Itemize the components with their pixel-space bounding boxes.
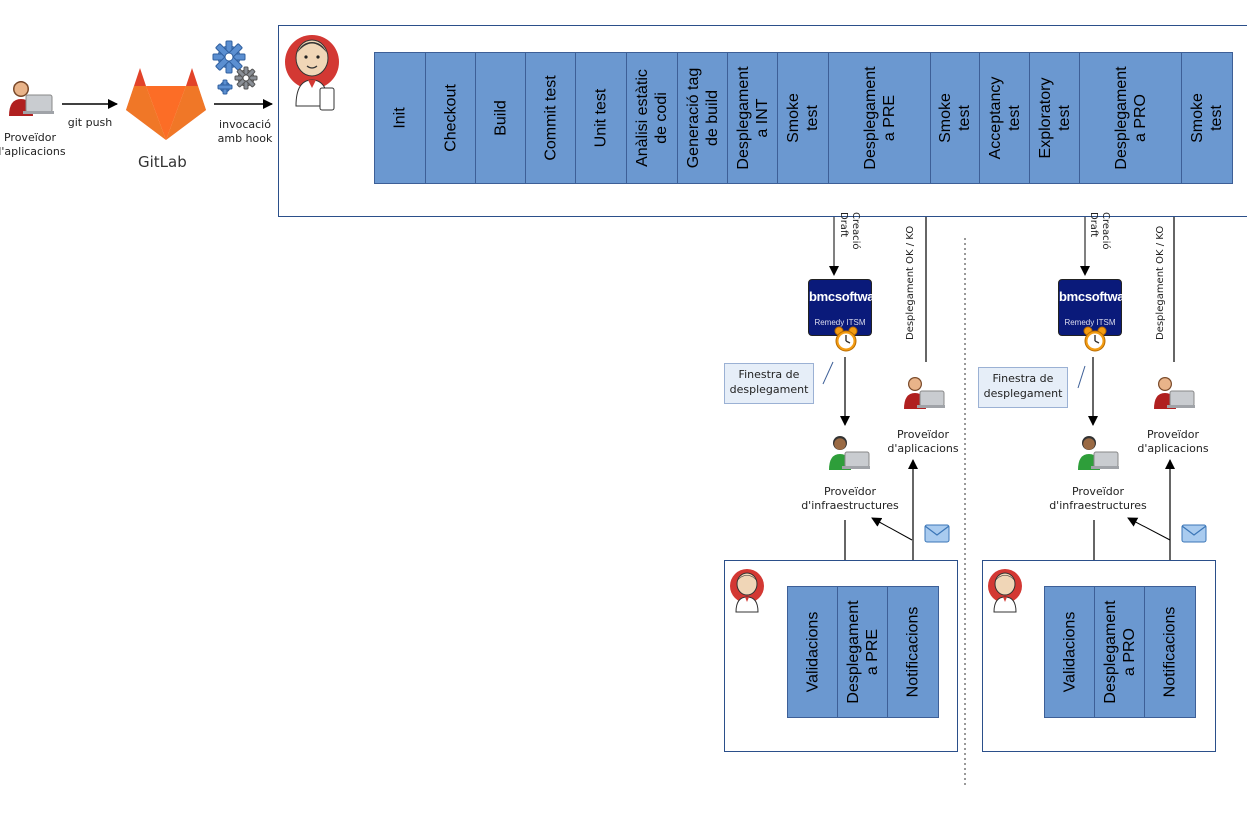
- stage-label: Desplegament a INT: [734, 66, 771, 170]
- stage-label: Smoke test: [785, 93, 821, 143]
- stage-unit-test: Unit test: [576, 53, 627, 183]
- infra-provider-label-2: Proveïdor d'infraestructures: [1049, 485, 1147, 512]
- stage-deploy-int: Desplegament a INT: [728, 53, 778, 183]
- bmc-sub: Remedy ITSM: [814, 318, 866, 327]
- window-note-1: Finestra de desplegament: [724, 363, 814, 404]
- stage-build-tag: Generació tag de build: [678, 53, 728, 183]
- stage-acceptancy-test: Acceptancy test: [980, 53, 1030, 183]
- job-stage-validations: Validacions: [1045, 587, 1095, 717]
- stage-label: Smoke test: [937, 93, 973, 143]
- creacio-draft-label-2: Creació Draft: [1088, 212, 1111, 250]
- left-app-provider-label: Proveïdor d'aplicacions: [0, 131, 66, 158]
- stage-label: Validacions: [804, 611, 821, 693]
- stage-label: Notificacions: [904, 606, 922, 698]
- notif-to-infra-arrow-2: [1127, 517, 1171, 541]
- creacio-draft-label-1: Creació Draft: [838, 212, 861, 250]
- hook-label: invocació amb hook: [217, 118, 273, 145]
- jenkins-butler-icon: [988, 569, 1022, 613]
- stage-commit-test: Commit test: [526, 53, 576, 183]
- stage-label: Unit test: [592, 88, 610, 148]
- stage-label: Commit test: [542, 75, 559, 161]
- note-link-1: [822, 361, 834, 385]
- stage-smoke-test-int: Smoke test: [778, 53, 829, 183]
- bmc-logo: bmcsoftware: [1059, 289, 1136, 304]
- stage-label: Desplegament a PRE: [844, 600, 881, 704]
- git-push-label: git push: [67, 116, 113, 129]
- stage-label: Anàlisi estàtic de codi: [634, 69, 670, 167]
- window-note-2: Finestra de desplegament: [978, 367, 1068, 408]
- stage-label: Init: [391, 107, 409, 129]
- stage-label: Desplegament a PRO: [1112, 66, 1149, 170]
- job-stage-notifications: Notificacions: [1145, 587, 1195, 717]
- pipeline-stages: Init Checkout Build Commit test Unit tes…: [374, 52, 1233, 184]
- stage-label: Desplegament a PRO: [1101, 600, 1138, 704]
- bmc-sub: Remedy ITSM: [1064, 318, 1116, 327]
- stage-init: Init: [375, 53, 426, 183]
- ok-ko-label-2: Desplegament OK / KO: [1155, 225, 1166, 340]
- note-link-2: [1077, 365, 1086, 389]
- stage-smoke-test-pre: Smoke test: [931, 53, 980, 183]
- stage-static-analysis: Anàlisi estàtic de codi: [627, 53, 678, 183]
- job-stage-deploy: Desplegament a PRE: [838, 587, 888, 717]
- app-provider-icon: [904, 377, 945, 409]
- app-provider-icon: [1154, 377, 1195, 409]
- stage-label: Build: [492, 100, 509, 136]
- bmc-remedy-1: bmcsoftware Remedy ITSM: [808, 279, 886, 336]
- app-provider-label-1: Proveïdor d'aplicacions: [887, 428, 959, 455]
- bmc-logo: bmcsoftware: [809, 289, 886, 304]
- jenkins-butler-icon: [285, 35, 339, 111]
- stage-build: Build: [476, 53, 526, 183]
- job-stage-deploy: Desplegament a PRO: [1095, 587, 1145, 717]
- stage-label: Generació tag de build: [684, 67, 721, 169]
- ok-ko-label-1: Desplegament OK / KO: [905, 225, 916, 340]
- stage-deploy-pre: Desplegament a PRE: [829, 53, 931, 183]
- stage-exploratory-test: Exploratory test: [1030, 53, 1080, 183]
- infra-provider-label-1: Proveïdor d'infraestructures: [801, 485, 899, 512]
- stage-label: Exploratory test: [1036, 77, 1073, 159]
- mail-icon: [924, 524, 950, 543]
- stage-checkout: Checkout: [426, 53, 476, 183]
- stage-label: Validacions: [1061, 611, 1078, 693]
- stage-label: Notificacions: [1161, 606, 1179, 698]
- stage-deploy-pro: Desplegament a PRO: [1080, 53, 1182, 183]
- infra-provider-icon: [1078, 436, 1119, 470]
- infra-provider-icon: [829, 436, 870, 470]
- job-stage-validations: Validacions: [788, 587, 838, 717]
- stage-smoke-test-pro: Smoke test: [1182, 53, 1232, 183]
- deploy-job-stages-pro: Validacions Desplegament a PRO Notificac…: [1044, 586, 1196, 718]
- gitlab-name: GitLab: [138, 153, 187, 171]
- mail-icon: [1181, 524, 1207, 543]
- job-stage-notifications: Notificacions: [888, 587, 938, 717]
- alarm-clock-icon: [1083, 326, 1107, 352]
- gears-icon: [212, 40, 258, 95]
- bmc-remedy-2: bmcsoftware Remedy ITSM: [1058, 279, 1136, 336]
- stage-label: Checkout: [442, 84, 459, 152]
- stage-label: Desplegament a PRE: [861, 66, 898, 170]
- stage-label: Smoke test: [1189, 93, 1225, 143]
- app-provider-icon: [9, 81, 54, 116]
- jenkins-butler-icon: [730, 569, 764, 613]
- gitlab-logo-icon: [126, 68, 206, 140]
- stage-label: Acceptancy test: [986, 76, 1023, 160]
- deploy-job-stages-pre: Validacions Desplegament a PRE Notificac…: [787, 586, 939, 718]
- alarm-clock-icon: [834, 326, 858, 352]
- notif-to-infra-arrow-1: [871, 517, 913, 541]
- app-provider-label-2: Proveïdor d'aplicacions: [1137, 428, 1209, 455]
